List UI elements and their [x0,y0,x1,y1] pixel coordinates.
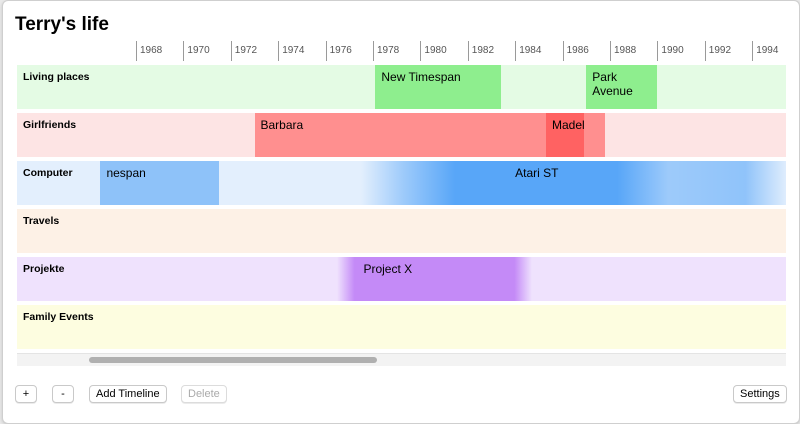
axis-tick: 1968 [136,41,162,61]
axis-tick-label: 1986 [566,45,589,56]
lane-label: Girlfriends [23,119,77,131]
timespan-bar[interactable]: Project X [337,257,532,301]
timeline-lane-travels[interactable]: Travels [17,209,786,253]
timeline-lane-girlfriends[interactable]: Girlfriends Barbara Madeline [17,113,786,157]
lane-label: Family Events [23,311,94,323]
add-timeline-button[interactable]: Add Timeline [89,385,167,403]
horizontal-scrollbar[interactable] [17,353,786,366]
timespan-label: Park Avenue [592,70,633,98]
axis-tick: 1976 [325,41,352,61]
zoom-out-button[interactable]: - [52,385,74,403]
axis-tick: 1992 [704,41,731,61]
settings-button[interactable]: Settings [733,385,787,403]
axis-tick-label: 1972 [234,45,258,56]
timespan-bar[interactable]: nespan [100,161,219,205]
axis-tick-label: 1990 [661,45,684,56]
axis-tick: 1982 [467,41,494,61]
axis-tick: 1994 [752,41,778,61]
delete-button[interactable]: Delete [181,385,227,403]
scrollbar-thumb[interactable] [89,357,377,363]
lane-label: Projekte [23,263,65,275]
timespan-bar[interactable]: Park Avenue [586,65,658,109]
axis-tick-label: 1992 [708,45,732,56]
axis-tick: 1974 [278,41,304,61]
timeline-lane-projekte[interactable]: Projekte Project X [17,257,786,301]
axis-tick-label: 1988 [614,45,637,56]
lane-label: Living places [23,71,90,83]
lane-label: Computer [23,167,73,179]
axis-tick: 1972 [230,41,257,61]
timespan-bar[interactable]: New Timespan [375,65,501,109]
axis-tick: 1986 [562,41,589,61]
axis-tick-label: 1978 [377,45,400,56]
page-title: Terry's life [15,14,109,35]
axis-tick: 1990 [657,41,684,61]
axis-tick: 1988 [610,41,636,61]
axis-tick-label: 1968 [140,45,163,56]
axis-tick-label: 1976 [329,45,352,56]
timespan-bar[interactable]: Atari ST [361,161,786,205]
timespan-label: Madeline [552,118,584,132]
timespan-bar[interactable]: Madeline [546,113,584,157]
timeline-lane-computer[interactable]: Computer nespan Atari ST [17,161,786,205]
axis-tick-label: 1980 [424,45,447,56]
axis-tick: 1970 [183,41,210,61]
lane-label: Travels [23,215,60,227]
axis-tick-label: 1982 [471,45,495,56]
timeline-lane-living-places[interactable]: Living places New Timespan Park Avenue [17,65,786,109]
timeline-lane-family-events[interactable]: Family Events [17,305,786,349]
axis-tick-label: 1974 [282,45,305,56]
timespan-label: Atari ST [515,166,559,180]
timespan-label: nespan [106,166,146,180]
timespan-label: New Timespan [381,70,461,84]
axis-tick-label: 1994 [756,45,779,56]
axis-tick: 1980 [420,41,447,61]
axis-tick-label: 1970 [187,45,210,56]
timespan-label: Project X [363,262,413,276]
zoom-in-button[interactable]: + [15,385,37,403]
axis-tick-label: 1984 [519,45,542,56]
timespan-label: Barbara [260,118,304,132]
axis-tick: 1984 [515,41,541,61]
time-axis: 1968 1970 1972 1974 1976 1978 1980 1982 1984 1986… [3,37,799,65]
axis-tick: 1978 [373,41,399,61]
